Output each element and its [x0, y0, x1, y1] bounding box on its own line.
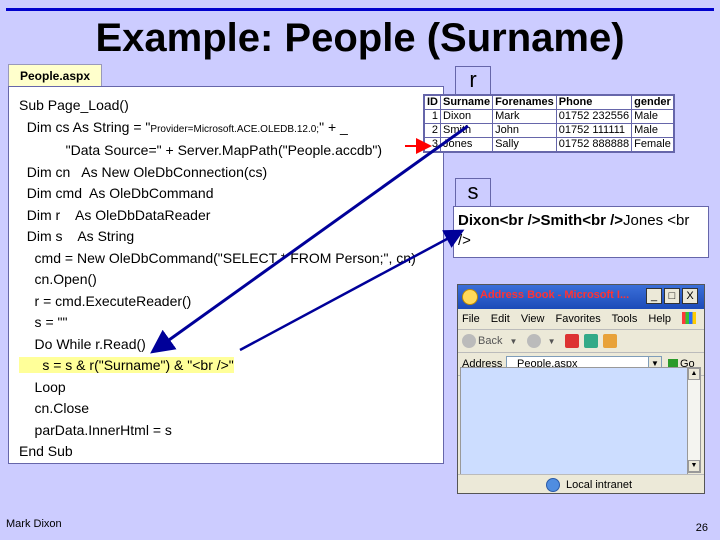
menu-favorites[interactable]: Favorites — [555, 313, 601, 325]
variable-r-label: r — [455, 66, 491, 95]
code-text: Dim cs As String = " — [19, 118, 151, 135]
table-row: 2 Smith John 01752 111111 Male — [424, 123, 674, 138]
code-line: parData.InnerHtml = s — [19, 421, 172, 438]
cell-phone: 01752 232556 — [555, 109, 633, 124]
variable-s-value: Dixon<br />Smith<br />Jones <br /> — [453, 206, 709, 258]
vertical-scrollbar[interactable]: ▲ ▼ — [687, 367, 701, 473]
s-value-bold: Dixon<br />Smith<br /> — [458, 212, 624, 229]
code-line: Do While r.Read() — [19, 335, 146, 352]
cell-phone: 01752 111111 — [555, 123, 633, 138]
menu-help[interactable]: Help — [648, 313, 672, 325]
code-line: Dim cn As New OleDbConnection(cs) — [19, 163, 268, 180]
code-line: Dim r As OleDbDataReader — [19, 206, 211, 223]
minimize-button[interactable]: _ — [646, 288, 662, 304]
cell-phone: 01752 888888 — [555, 137, 633, 152]
column-header: ID — [424, 95, 441, 110]
browser-titlebar: Address Book - Microsoft I... _ □ X — [458, 285, 704, 309]
table-row: 1 Dixon Mark 01752 232556 Male — [424, 109, 674, 124]
column-header: gender — [631, 95, 674, 110]
chevron-down-icon[interactable]: ▼ — [547, 337, 556, 346]
cell-id: 2 — [424, 123, 441, 138]
code-text: " + _ — [319, 118, 348, 135]
windows-flag-icon — [682, 312, 696, 324]
scroll-up-icon[interactable]: ▲ — [688, 368, 700, 380]
code-line: Dim s As String — [19, 228, 135, 244]
close-button[interactable]: X — [682, 288, 698, 304]
cell-gender: Male — [631, 123, 674, 138]
scroll-down-icon[interactable]: ▼ — [688, 460, 700, 472]
code-line: cn.Open() — [19, 271, 97, 287]
code-line: "Data Source=" + Server.MapPath("People.… — [19, 142, 383, 158]
stop-icon[interactable] — [564, 334, 579, 349]
code-line: Dim cs As String = "Provider=Microsoft.A… — [19, 117, 443, 141]
column-header: Surname — [439, 95, 494, 110]
code-line: Sub Page_Load() — [19, 97, 129, 113]
code-line: s = "" — [19, 314, 68, 330]
maximize-button[interactable]: □ — [664, 288, 680, 304]
status-bar: Local intranet — [458, 474, 704, 495]
cell-forenames: Mark — [492, 109, 557, 124]
menu-edit[interactable]: Edit — [490, 313, 510, 325]
code-line: Loop — [19, 378, 66, 395]
code-file-tab: People.aspx — [8, 64, 102, 87]
code-line-highlighted: s = s & r("Surname") & "<br />" — [19, 355, 443, 377]
browser-menubar: File Edit View Favorites Tools Help — [458, 309, 704, 330]
menu-tools[interactable]: Tools — [611, 313, 638, 325]
status-text: Local intranet — [566, 479, 633, 491]
cell-gender: Male — [631, 109, 674, 124]
slide-title: Example: People (Surname) — [95, 16, 625, 60]
cell-surname: Dixon — [439, 109, 494, 124]
browser-title: Address Book - Microsoft I... — [480, 289, 630, 301]
browser-window: Address Book - Microsoft I... _ □ X File… — [457, 284, 705, 494]
home-icon[interactable] — [602, 334, 617, 349]
cell-forenames: Sally — [492, 137, 557, 152]
menu-view[interactable]: View — [520, 313, 545, 325]
forward-arrow-icon[interactable] — [526, 334, 541, 349]
browser-content — [460, 367, 688, 475]
column-header: Phone — [555, 95, 633, 110]
chevron-down-icon[interactable]: ▼ — [509, 337, 518, 346]
variable-s-label: s — [455, 178, 491, 207]
ie-icon — [462, 289, 478, 305]
code-line: Dim cmd As OleDbCommand — [19, 185, 214, 201]
back-arrow-icon[interactable] — [462, 334, 476, 349]
cell-gender: Female — [631, 137, 674, 152]
person-table: ID Surname Forenames Phone gender 1 Dixo… — [423, 94, 675, 153]
menu-file[interactable]: File — [462, 313, 480, 325]
cell-id: 3 — [424, 137, 441, 152]
cell-id: 1 — [424, 109, 441, 124]
cell-surname: Jones — [439, 137, 494, 152]
code-text-small: Provider=Microsoft.ACE.OLEDB.12.0; — [150, 123, 320, 135]
code-listing: Sub Page_Load() Dim cs As String = "Prov… — [8, 86, 444, 464]
footer-author: Mark Dixon — [6, 518, 62, 530]
code-line: r = cmd.ExecuteReader() — [19, 292, 192, 309]
table-header-row: ID Surname Forenames Phone gender — [424, 95, 674, 110]
highlighted-code: s = s & r("Surname") & "<br />" — [19, 357, 234, 373]
cell-surname: Smith — [439, 123, 494, 138]
code-line: End Sub — [19, 443, 73, 459]
title-rule — [6, 8, 714, 11]
cell-forenames: John — [492, 123, 557, 138]
refresh-icon[interactable] — [583, 334, 598, 349]
back-button-label[interactable]: Back — [478, 335, 503, 347]
table-row: 3 Jones Sally 01752 888888 Female — [424, 137, 674, 152]
code-line: cmd = New OleDbCommand("SELECT * FROM Pe… — [19, 249, 416, 266]
code-line: cn.Close — [19, 400, 90, 416]
column-header: Forenames — [492, 95, 557, 110]
page-number: 26 — [695, 522, 708, 534]
browser-toolbar: Back ▼ ▼ — [458, 330, 704, 353]
go-arrow-icon — [668, 359, 678, 370]
globe-icon — [546, 478, 560, 492]
